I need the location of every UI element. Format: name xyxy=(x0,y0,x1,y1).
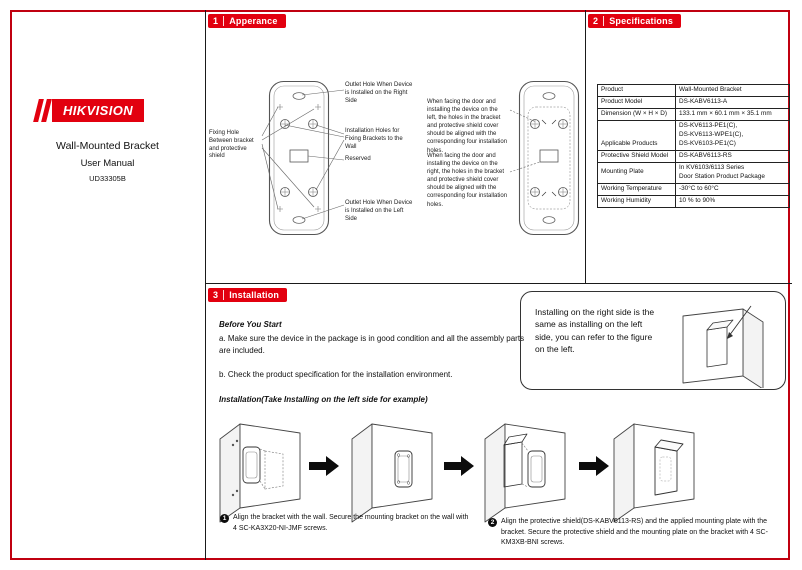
cover-panel: HIKVISION Wall-Mounted Bracket User Manu… xyxy=(10,10,205,560)
install-diagram-step-1b xyxy=(351,423,433,523)
spec-value: In KV6103/6113 Series Door Station Produ… xyxy=(675,161,790,184)
spec-row: Working Temperature -30°C to 60°C xyxy=(597,182,790,196)
install-diagram-step-2a xyxy=(484,423,566,523)
section-specifications: 2 Specifications Product Wall-Mounted Br… xyxy=(585,10,792,283)
section-1-title: Apperance xyxy=(229,16,278,26)
hikvision-logo: HIKVISION xyxy=(33,99,145,122)
callout-fixing-hole: Fixing Hole Between bracket and protecti… xyxy=(209,130,254,160)
bracket-front-diagram xyxy=(268,80,330,236)
spec-label: Protective Shield Model xyxy=(597,149,676,163)
note-install-left: When facing the door and installing the … xyxy=(427,99,508,154)
bracket-alignment-diagram xyxy=(518,80,580,236)
step-1-caption: 1 Align the bracket with the wall. Secur… xyxy=(220,513,470,534)
spec-value-line: DS-KV6103-PE1(C) xyxy=(679,139,736,147)
section-1-badge: 1 Apperance xyxy=(208,14,286,28)
spec-label: Dimension (W × H × D) xyxy=(597,107,676,121)
section-3-number: 3 xyxy=(213,290,225,300)
spec-label: Working Humidity xyxy=(597,194,676,208)
spec-value: 10 % to 90% xyxy=(675,194,790,208)
callout-reserved: Reserved xyxy=(345,156,371,162)
spec-value: DS-KABV6113-A xyxy=(675,95,790,109)
spec-value-line: In KV6103/6113 Series xyxy=(679,163,745,171)
divider-left-column xyxy=(205,10,206,560)
install-diagram-step-2b xyxy=(613,423,695,523)
page-border xyxy=(10,10,790,560)
installation-subtitle: Installation(Take Installing on the left… xyxy=(219,395,428,404)
before-you-start-heading: Before You Start xyxy=(219,320,282,329)
spec-value-line: DS-KV6113-WPE1(C), xyxy=(679,130,744,138)
section-2-badge: 2 Specifications xyxy=(588,14,682,28)
section-3-title: Installation xyxy=(229,290,280,300)
step-2-badge: 2 xyxy=(488,518,497,527)
callout-installation-holes: Installation Holes for Fixing Brackets t… xyxy=(345,128,403,150)
step-2-caption: 2 Align the protective shield(DS-KABV611… xyxy=(488,517,788,549)
spec-value: DS-KABV6113-RS xyxy=(675,149,790,163)
arrow-right-icon xyxy=(309,456,339,476)
section-1-number: 1 xyxy=(213,16,225,26)
arrow-right-icon xyxy=(579,456,609,476)
spec-value: DS-KV6113-PE1(C), DS-KV6113-WPE1(C), DS-… xyxy=(675,119,790,151)
spec-row: Applicable Products DS-KV6113-PE1(C), DS… xyxy=(597,119,790,151)
spec-value-line: DS-KV6113-PE1(C), xyxy=(679,121,738,129)
install-diagram-step-1a xyxy=(219,423,301,523)
spec-table: Product Wall-Mounted Bracket Product Mod… xyxy=(597,84,790,208)
doc-type: User Manual xyxy=(80,158,135,169)
step-1-text: Align the bracket with the wall. Secure … xyxy=(233,514,469,532)
right-side-note-text: Installing on the right side is the same… xyxy=(535,307,655,354)
divider-installation xyxy=(205,283,792,284)
callout-outlet-right: Outlet Hole When Device is Installed on … xyxy=(345,82,413,104)
before-item-a: a. Make sure the device in the package i… xyxy=(219,334,525,355)
right-side-note-box: Installing on the right side is the same… xyxy=(520,291,786,390)
right-side-install-diagram xyxy=(682,305,764,388)
spec-row: Dimension (W × H × D) 133.1 mm × 60.1 mm… xyxy=(597,107,790,121)
step-1-badge: 1 xyxy=(220,514,229,523)
spec-label: Product Model xyxy=(597,95,676,109)
step-2-text: Align the protective shield(DS-KABV6113-… xyxy=(501,518,768,546)
spec-label: Product xyxy=(597,84,676,97)
spec-value-line: Door Station Product Package xyxy=(679,172,765,180)
spec-label: Mounting Plate xyxy=(597,161,676,184)
brand-name: HIKVISION xyxy=(52,99,145,122)
section-appearance: 1 Apperance xyxy=(205,10,585,283)
spec-row: Mounting Plate In KV6103/6113 Series Doo… xyxy=(597,161,790,184)
section-installation: 3 Installation Before You Start a. Make … xyxy=(205,283,792,560)
note-install-right: When facing the door and installing the … xyxy=(427,153,508,208)
before-item-b: b. Check the product specification for t… xyxy=(219,370,453,379)
section-3-badge: 3 Installation xyxy=(208,288,288,302)
spec-label: Working Temperature xyxy=(597,182,676,196)
doc-code: UD33305B xyxy=(89,174,126,183)
spec-row: Protective Shield Model DS-KABV6113-RS xyxy=(597,149,790,163)
spec-row: Product Wall-Mounted Bracket xyxy=(597,84,790,97)
section-2-title: Specifications xyxy=(609,16,674,26)
spec-row: Working Humidity 10 % to 90% xyxy=(597,194,790,208)
spec-value: Wall-Mounted Bracket xyxy=(675,84,790,97)
callout-outlet-left: Outlet Hole When Device is Installed on … xyxy=(345,200,413,222)
product-title: Wall-Mounted Bracket xyxy=(56,140,159,152)
spec-value: 133.1 mm × 60.1 mm × 35.1 mm xyxy=(675,107,790,121)
divider-spec-column xyxy=(585,10,586,283)
spec-row: Product Model DS-KABV6113-A xyxy=(597,95,790,109)
spec-label: Applicable Products xyxy=(597,119,676,151)
section-2-number: 2 xyxy=(593,16,605,26)
spec-value: -30°C to 60°C xyxy=(675,182,790,196)
arrow-right-icon xyxy=(444,456,474,476)
